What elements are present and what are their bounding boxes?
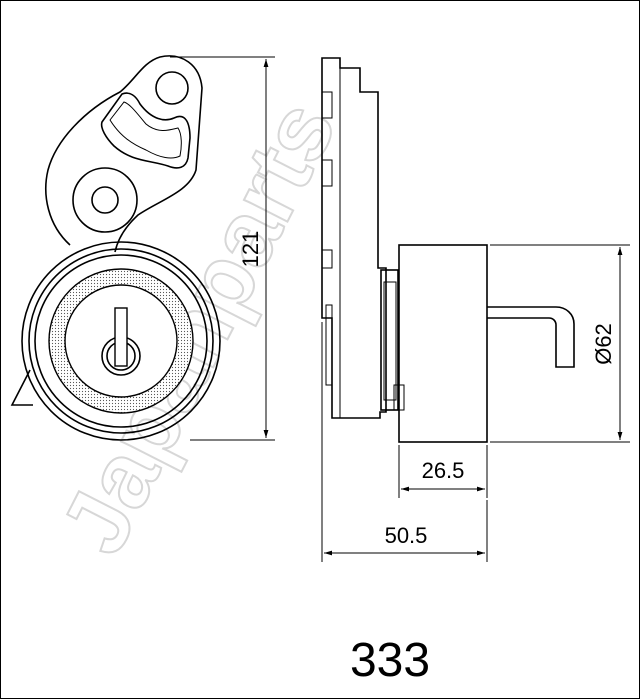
- dimension-height-label: 121: [238, 231, 263, 268]
- dimension-diameter: Ø62: [490, 244, 630, 443]
- part-number: 333: [350, 634, 430, 687]
- dimension-width-total-label: 50.5: [385, 523, 428, 548]
- front-view: [10, 55, 221, 441]
- dimension-width-inner-label: 26.5: [422, 458, 465, 483]
- side-view: [321, 57, 575, 443]
- dimension-height: 121: [170, 56, 275, 441]
- dimension-width-inner: 26.5: [398, 445, 488, 498]
- dimension-diameter-label: Ø62: [591, 323, 616, 365]
- dimension-width-total: 50.5: [321, 322, 488, 562]
